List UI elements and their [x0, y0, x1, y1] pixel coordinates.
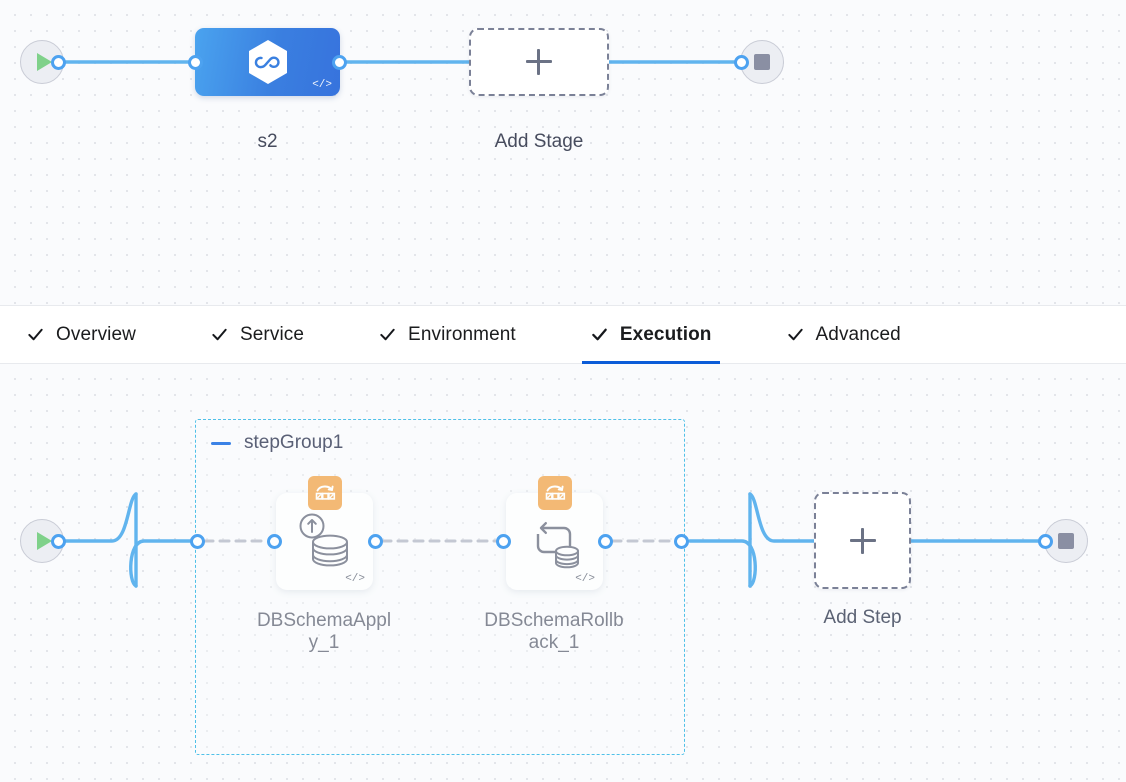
step-group-exit-port[interactable]	[674, 534, 689, 549]
tab-spacer	[720, 306, 778, 363]
stage-input-port[interactable]	[188, 55, 203, 70]
stage-output-port[interactable]	[332, 55, 347, 70]
add-stage-button[interactable]	[469, 28, 609, 96]
tab-overview[interactable]: Overview	[18, 306, 144, 363]
stage-node-s2[interactable]: </>	[195, 28, 340, 96]
start-output-port[interactable]	[51, 55, 66, 70]
database-rollback-icon	[536, 522, 579, 569]
tab-advanced[interactable]: Advanced	[778, 306, 909, 363]
liquibase-icon	[537, 476, 572, 510]
play-icon	[36, 53, 52, 71]
step-group-label: stepGroup1	[244, 432, 344, 453]
step-group-container[interactable]	[195, 419, 685, 755]
stage-canvas[interactable]: </> s2 Add Stage	[0, 0, 1126, 305]
tab-environment-label: Environment	[408, 323, 516, 345]
tab-execution[interactable]: Execution	[581, 306, 720, 364]
check-icon	[787, 328, 803, 341]
tab-spacer	[144, 306, 202, 363]
step-group-header[interactable]: stepGroup1	[211, 432, 343, 454]
check-icon	[591, 328, 607, 341]
step1-output-port[interactable]	[368, 534, 383, 549]
step-group-entry-port[interactable]	[190, 534, 205, 549]
plus-icon	[849, 527, 876, 554]
step-node-dbschemaapply[interactable]: </>	[276, 476, 373, 590]
stage-node-label: s2	[257, 131, 278, 152]
check-icon	[28, 328, 43, 341]
tab-environment[interactable]: Environment	[370, 306, 524, 363]
liquibase-icon	[307, 476, 342, 510]
tab-advanced-label: Advanced	[815, 323, 901, 345]
tab-overview-label: Overview	[56, 323, 136, 345]
check-icon	[212, 328, 227, 341]
play-icon	[36, 532, 52, 550]
database-apply-icon	[299, 513, 348, 567]
tab-execution-label: Execution	[619, 323, 712, 345]
step2-output-port[interactable]	[598, 534, 613, 549]
step-code-icon[interactable]: </>	[575, 573, 595, 585]
execution-end-input-port[interactable]	[1038, 534, 1053, 549]
step2-input-port[interactable]	[496, 534, 511, 549]
stop-icon	[754, 54, 770, 70]
check-icon	[380, 328, 395, 341]
tab-service[interactable]: Service	[202, 306, 312, 363]
add-step-label: Add Step	[823, 607, 902, 628]
add-step-button[interactable]	[814, 492, 911, 589]
stop-icon	[1058, 533, 1074, 549]
execution-canvas[interactable]: </> DBSchemaAppl y_1	[0, 364, 1126, 782]
devops-infinity-hexagon-icon	[248, 40, 287, 84]
step-code-icon[interactable]: </>	[345, 573, 365, 585]
end-input-port[interactable]	[734, 55, 749, 70]
stage-config-tabs[interactable]: Overview Service Environment Execution	[0, 305, 1126, 364]
plus-icon	[526, 49, 552, 75]
tab-spacer	[312, 306, 370, 363]
tab-spacer	[524, 306, 582, 363]
step1-input-port[interactable]	[267, 534, 282, 549]
step-node-dbschemarollback[interactable]: </>	[506, 476, 603, 590]
minus-icon[interactable]	[211, 441, 231, 445]
add-stage-label: Add Stage	[494, 131, 584, 152]
execution-start-output-port[interactable]	[51, 534, 66, 549]
pipeline-end-node[interactable]	[740, 40, 784, 84]
tab-service-label: Service	[239, 323, 305, 345]
stage-code-icon[interactable]: </>	[312, 79, 332, 91]
